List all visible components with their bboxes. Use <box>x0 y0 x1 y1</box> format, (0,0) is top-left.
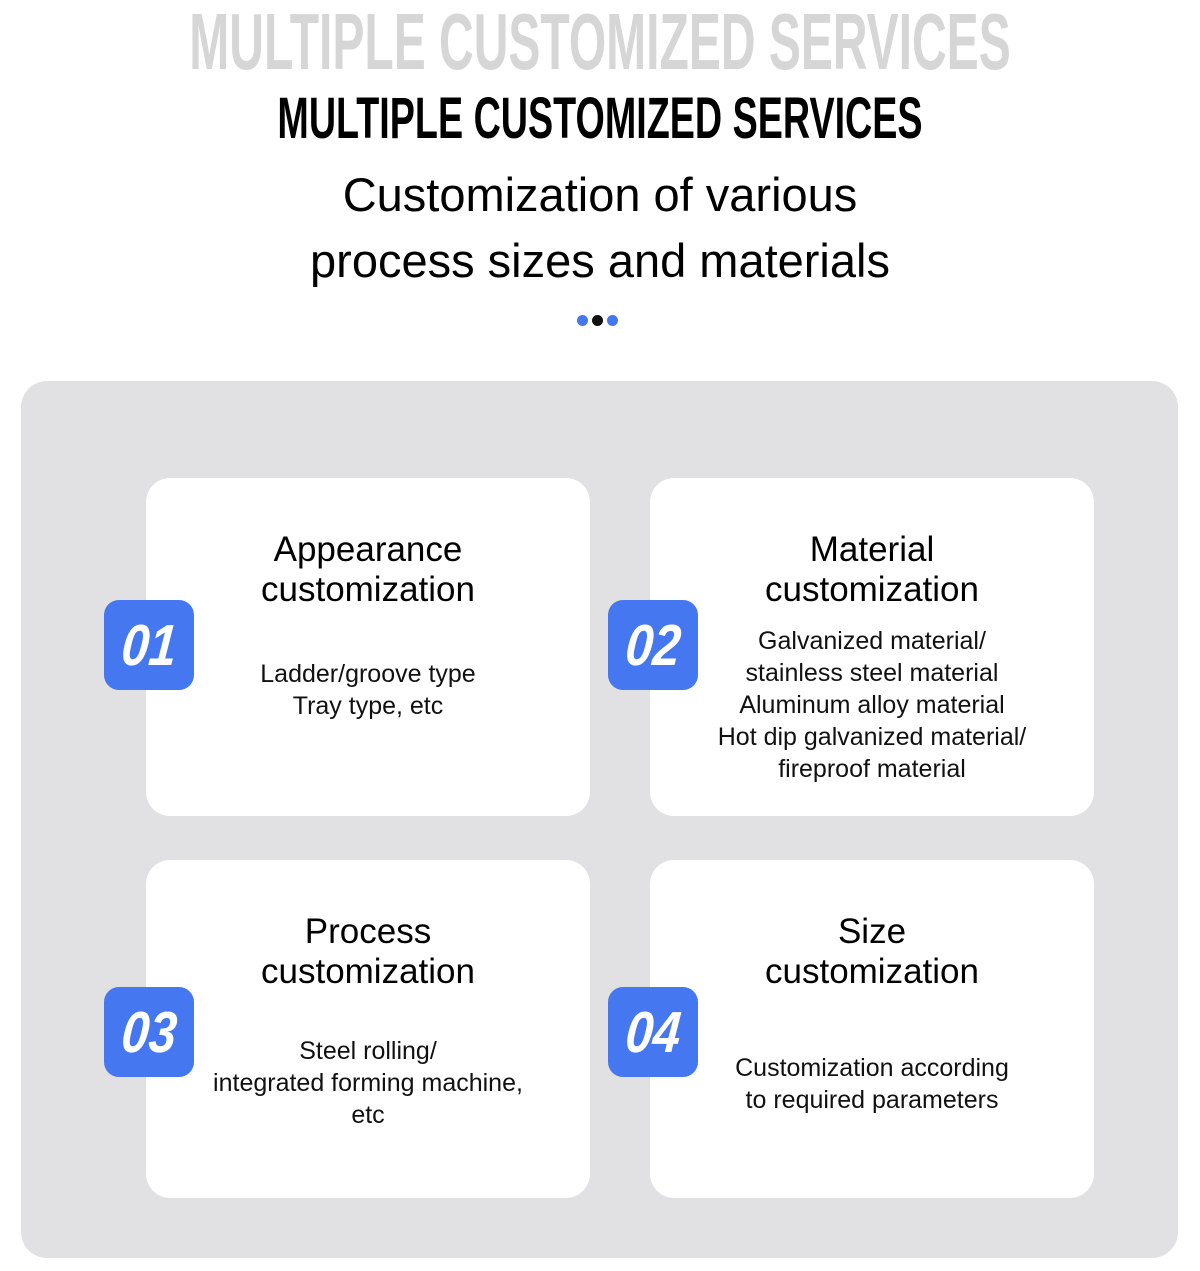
number-badge: 04 <box>608 987 698 1077</box>
card-body-line: Galvanized material/ <box>758 627 986 655</box>
card-body-line: to required parameters <box>745 1086 999 1114</box>
badge-number: 04 <box>622 999 684 1065</box>
card-title: Material customization <box>650 530 1094 610</box>
card-title-line: Appearance <box>273 530 463 569</box>
card-body-line: etc <box>351 1101 385 1129</box>
card-body: Ladder/groove type Tray type, etc <box>146 658 590 722</box>
service-card-size: Size customization Customization accordi… <box>650 860 1094 1198</box>
card-body-line: Customization according <box>735 1054 1009 1082</box>
card-body: Steel rolling/ integrated forming machin… <box>146 1035 590 1131</box>
card-body: Customization according to required para… <box>650 1052 1094 1116</box>
dot-icon <box>592 315 603 326</box>
number-badge: 01 <box>104 600 194 690</box>
number-badge: 03 <box>104 987 194 1077</box>
card-body-line: stainless steel material <box>745 659 999 687</box>
card-title-line: customization <box>261 952 475 991</box>
subtitle-line: process sizes and materials <box>310 234 890 287</box>
ghost-title: MULTIPLE CUSTOMIZED SERVICES <box>189 0 1011 86</box>
service-card-material: Material customization Galvanized materi… <box>650 478 1094 816</box>
card-body-line: Tray type, etc <box>292 692 444 720</box>
badge-number: 03 <box>118 999 180 1065</box>
card-body-line: integrated forming machine, <box>213 1069 523 1097</box>
dots-divider <box>577 315 618 326</box>
service-card-process: Process customization Steel rolling/ int… <box>146 860 590 1198</box>
card-title-line: Size <box>837 912 907 951</box>
dot-icon <box>577 315 588 326</box>
card-body: Galvanized material/ stainless steel mat… <box>650 625 1094 785</box>
card-title-line: customization <box>765 952 979 991</box>
card-title-line: Process <box>304 912 432 951</box>
subtitle-line: Customization of various <box>342 168 858 221</box>
service-card-appearance: Appearance customization Ladder/groove t… <box>146 478 590 816</box>
card-title: Process customization <box>146 912 590 992</box>
badge-number: 01 <box>118 612 180 678</box>
card-body-line: Aluminum alloy material <box>739 691 1005 719</box>
card-body-line: Steel rolling/ <box>299 1037 437 1065</box>
number-badge: 02 <box>608 600 698 690</box>
card-title-line: customization <box>765 570 979 609</box>
card-title-line: Material <box>809 530 935 569</box>
card-title: Appearance customization <box>146 530 590 610</box>
card-body-line: fireproof material <box>778 755 966 783</box>
badge-number: 02 <box>622 612 684 678</box>
page-title: MULTIPLE CUSTOMIZED SERVICES <box>277 86 923 151</box>
dot-icon <box>607 315 618 326</box>
card-body-line: Hot dip galvanized material/ <box>717 723 1027 751</box>
card-body-line: Ladder/groove type <box>260 660 476 688</box>
card-title: Size customization <box>650 912 1094 992</box>
page-subtitle: Customization of various process sizes a… <box>0 162 1200 294</box>
card-title-line: customization <box>261 570 475 609</box>
